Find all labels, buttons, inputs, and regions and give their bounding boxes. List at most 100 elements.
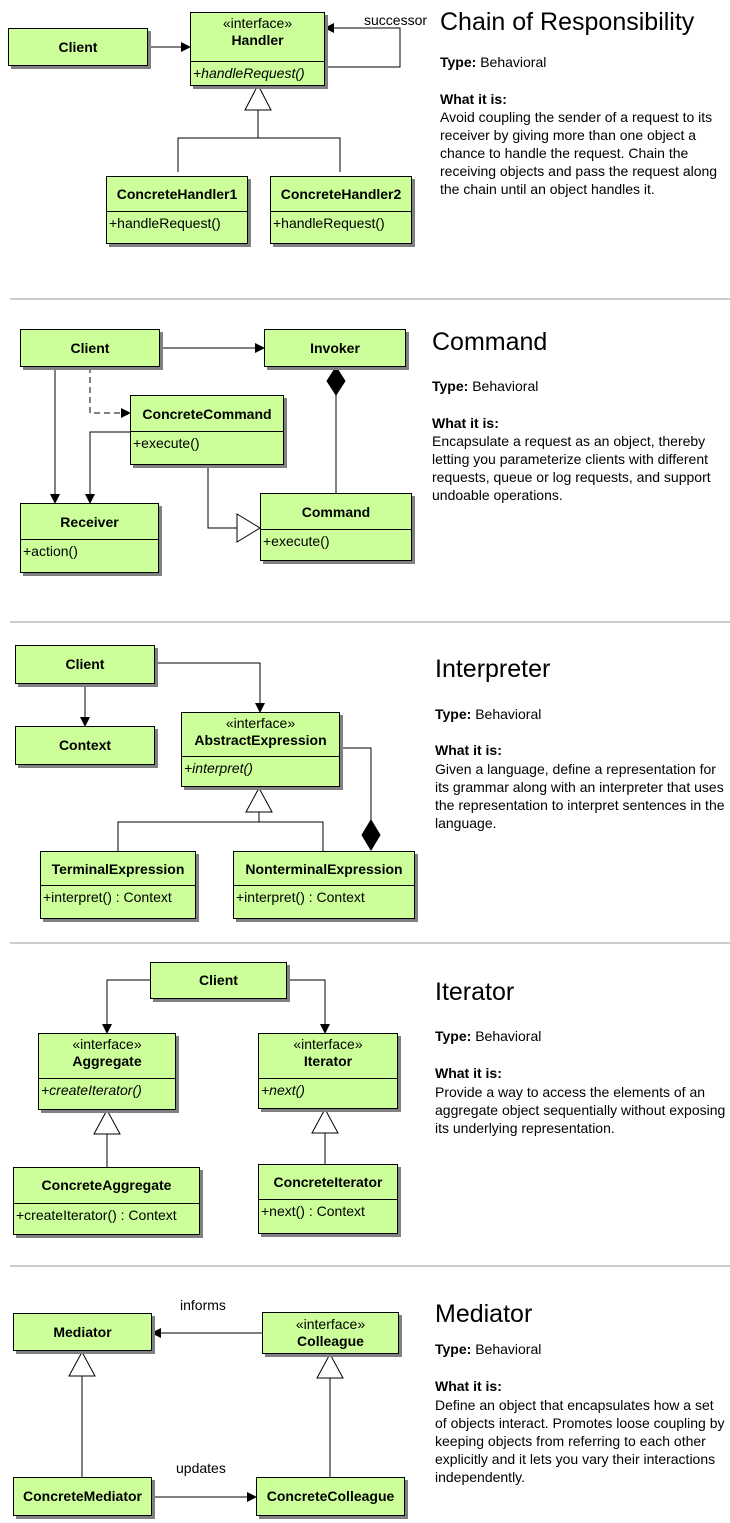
iterator-concrete-aggregate-class: ConcreteAggregate +createIterator() : Co… (13, 1167, 200, 1235)
class-name: Aggregate (72, 1053, 142, 1069)
class-name: ConcreteColleague (266, 1488, 395, 1504)
interpreter-terminal-expression-class: TerminalExpression +interpret() : Contex… (40, 851, 196, 919)
class-name: ConcreteMediator (22, 1488, 143, 1504)
class-stereotype: «interface» (225, 715, 296, 731)
class-name: ConcreteHandler2 (280, 186, 402, 202)
section-title: Command (432, 328, 548, 356)
class-name: ConcreteIterator (273, 1174, 383, 1190)
mediator-connectors (68, 1328, 344, 1502)
class-name: NonterminalExpression (245, 861, 403, 877)
class-operation: +next() (259, 1078, 397, 1108)
class-name: ConcreteCommand (142, 406, 272, 422)
section-separators (10, 298, 730, 1267)
class-stereotype: «interface» (295, 1316, 366, 1332)
what-it-is-label: What it is: (440, 91, 507, 107)
class-operation: +handleRequest() (191, 61, 324, 85)
type-label: Type: (432, 378, 469, 394)
type-value: Behavioral (475, 706, 542, 722)
section-description: Define an object that encapsulates how a… (435, 1397, 725, 1485)
mediator-concrete-colleague-class: ConcreteColleague (256, 1477, 405, 1516)
class-operation: +interpret() : Context (234, 885, 414, 918)
interpreter-client-class: Client (15, 645, 155, 684)
class-stereotype: «interface» (222, 15, 293, 31)
class-name: Invoker (310, 339, 360, 356)
class-name: Colleague (297, 1333, 364, 1349)
cor-concrete-handler2-class: ConcreteHandler2 +handleRequest() (270, 176, 412, 244)
command-receiver-class: Receiver +action() (20, 503, 159, 573)
class-operation: +next() : Context (259, 1199, 397, 1233)
type-label: Type: (435, 706, 472, 722)
command-concrete-command-class: ConcreteCommand +execute() (130, 395, 284, 465)
class-name: Client (58, 38, 98, 55)
cor-handler-class: «interface»Handler +handleRequest() (190, 12, 325, 86)
type-value: Behavioral (475, 1341, 542, 1357)
class-name: Client (65, 656, 105, 672)
iterator-concrete-iterator-class: ConcreteIterator +next() : Context (258, 1164, 398, 1234)
what-it-is-label: What it is: (435, 1065, 502, 1081)
class-operation: +createIterator() (39, 1078, 175, 1109)
class-operation: +action() (21, 539, 158, 572)
updates-label: updates (176, 1460, 226, 1476)
command-command-class: Command +execute() (260, 493, 412, 561)
class-name: Iterator (303, 1053, 353, 1069)
interpreter-context-class: Context (15, 726, 155, 765)
type-value: Behavioral (472, 378, 539, 394)
class-name: TerminalExpression (51, 861, 185, 877)
class-name: Client (70, 339, 110, 356)
iterator-iterator-class: «interface»Iterator +next() (258, 1033, 398, 1109)
class-operation: +handleRequest() (107, 211, 247, 243)
section-description: Encapsulate a request as an object, ther… (432, 433, 711, 503)
what-it-is-label: What it is: (432, 415, 499, 431)
successor-label: successor (364, 12, 428, 28)
class-operation: +createIterator() : Context (14, 1203, 199, 1234)
type-label: Type: (435, 1028, 472, 1044)
section-title: Chain of Responsibility (440, 8, 695, 36)
class-operation: +interpret() : Context (41, 885, 195, 918)
cor-connectors (148, 23, 401, 172)
class-name: ConcreteHandler1 (116, 186, 238, 202)
interpreter-nonterminal-expression-class: NonterminalExpression +interpret() : Con… (233, 851, 415, 919)
what-it-is-label: What it is: (435, 742, 502, 758)
class-name: Client (199, 972, 238, 988)
mediator-concrete-mediator-class: ConcreteMediator (13, 1477, 152, 1516)
command-invoker-class: Invoker (264, 329, 406, 367)
section-description: Provide a way to access the elements of … (435, 1084, 726, 1136)
class-name: ConcreteAggregate (41, 1177, 172, 1193)
iterator-aggregate-class: «interface»Aggregate +createIterator() (38, 1033, 176, 1110)
class-operation: +execute() (261, 529, 411, 560)
type-label: Type: (440, 54, 477, 70)
section-description: Avoid coupling the sender of a request t… (440, 109, 718, 197)
type-line: Type: Behavioral (432, 378, 538, 394)
class-name: Mediator (53, 1323, 112, 1340)
informs-label: informs (180, 1297, 226, 1313)
iterator-connectors (93, 979, 339, 1167)
section-title: Interpreter (435, 655, 551, 683)
mediator-colleague-class: «interface»Colleague (262, 1312, 399, 1354)
class-operation: +handleRequest() (271, 211, 411, 243)
class-operation: +interpret() (182, 756, 339, 786)
type-line: Type: Behavioral (435, 1341, 541, 1357)
class-stereotype: «interface» (72, 1036, 142, 1052)
interpreter-abstract-expression-class: «interface»AbstractExpression +interpret… (181, 712, 340, 787)
type-line: Type: Behavioral (435, 706, 541, 722)
cor-concrete-handler1-class: ConcreteHandler1 +handleRequest() (106, 176, 248, 244)
command-client-class: Client (20, 329, 160, 367)
class-name: Command (301, 504, 371, 520)
cor-client-class: Client (8, 28, 148, 66)
class-name: Receiver (60, 514, 119, 530)
type-line: Type: Behavioral (440, 54, 546, 70)
class-name: AbstractExpression (194, 732, 327, 748)
section-title: Mediator (435, 1300, 533, 1328)
command-connectors (50, 343, 346, 543)
iterator-client-class: Client (150, 962, 287, 999)
type-value: Behavioral (480, 54, 547, 70)
class-stereotype: «interface» (293, 1036, 363, 1052)
type-line: Type: Behavioral (435, 1028, 541, 1044)
section-title: Iterator (435, 978, 515, 1006)
what-it-is-label: What it is: (435, 1378, 502, 1394)
mediator-mediator-class: Mediator (13, 1313, 152, 1351)
type-label: Type: (435, 1341, 472, 1357)
section-description: Given a language, define a representatio… (435, 761, 725, 831)
class-name: Context (58, 737, 112, 753)
